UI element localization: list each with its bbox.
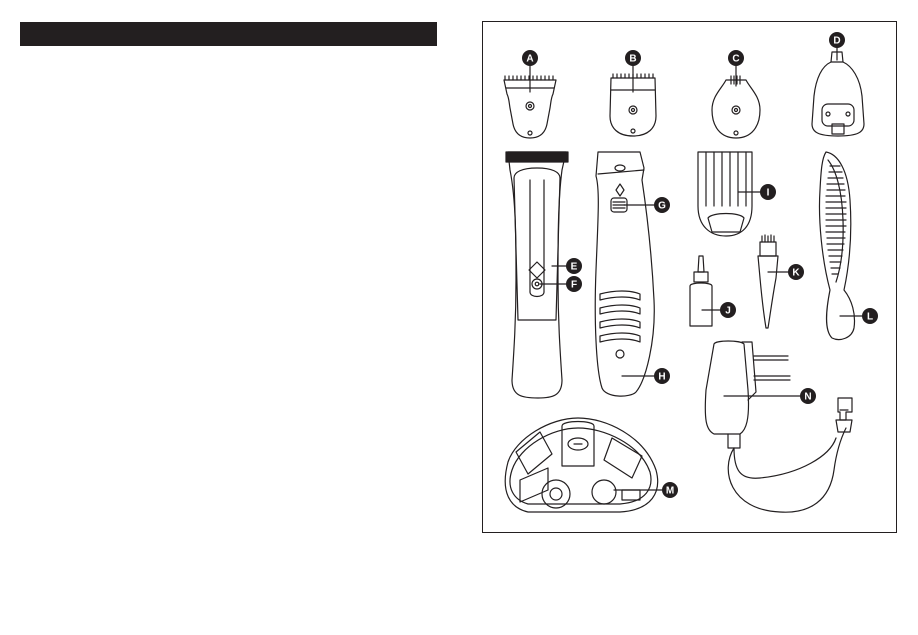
- label-h: H: [654, 368, 670, 384]
- label-g: G: [654, 197, 670, 213]
- svg-text:E: E: [571, 262, 578, 273]
- label-b: B: [625, 50, 641, 66]
- part-c-attachment: [712, 64, 760, 138]
- label-e: E: [566, 258, 582, 274]
- label-l: L: [862, 308, 878, 324]
- label-i: I: [760, 184, 776, 200]
- trimmer-side-view: [595, 152, 654, 396]
- svg-text:J: J: [725, 306, 731, 317]
- svg-text:G: G: [658, 201, 666, 212]
- trimmer-front-view: [506, 152, 568, 398]
- part-n-power-adapter: [705, 341, 852, 512]
- svg-text:H: H: [658, 372, 665, 383]
- svg-text:B: B: [629, 54, 636, 65]
- svg-text:C: C: [732, 54, 739, 65]
- label-j: J: [720, 302, 736, 318]
- label-a: A: [522, 50, 538, 66]
- label-m: M: [662, 482, 678, 498]
- part-j-oil-bottle: [690, 256, 712, 326]
- svg-text:A: A: [526, 54, 533, 65]
- label-k: K: [788, 264, 804, 280]
- part-i-guide-comb: [698, 152, 752, 236]
- part-k-cleaning-brush: [758, 235, 778, 328]
- label-d: D: [829, 32, 845, 48]
- label-f: F: [566, 276, 582, 292]
- part-l-comb: [819, 152, 854, 340]
- svg-text:K: K: [792, 268, 800, 279]
- part-m-storage-stand: [505, 418, 657, 512]
- label-n: N: [800, 388, 816, 404]
- part-b-attachment: [610, 64, 656, 136]
- label-c: C: [728, 50, 744, 66]
- svg-text:I: I: [767, 188, 770, 199]
- part-a-attachment: [504, 64, 556, 138]
- svg-text:N: N: [804, 392, 811, 403]
- svg-text:D: D: [833, 36, 840, 47]
- svg-text:F: F: [571, 280, 577, 291]
- svg-text:L: L: [867, 312, 873, 323]
- svg-text:M: M: [666, 486, 674, 497]
- part-d-attachment: [812, 46, 864, 136]
